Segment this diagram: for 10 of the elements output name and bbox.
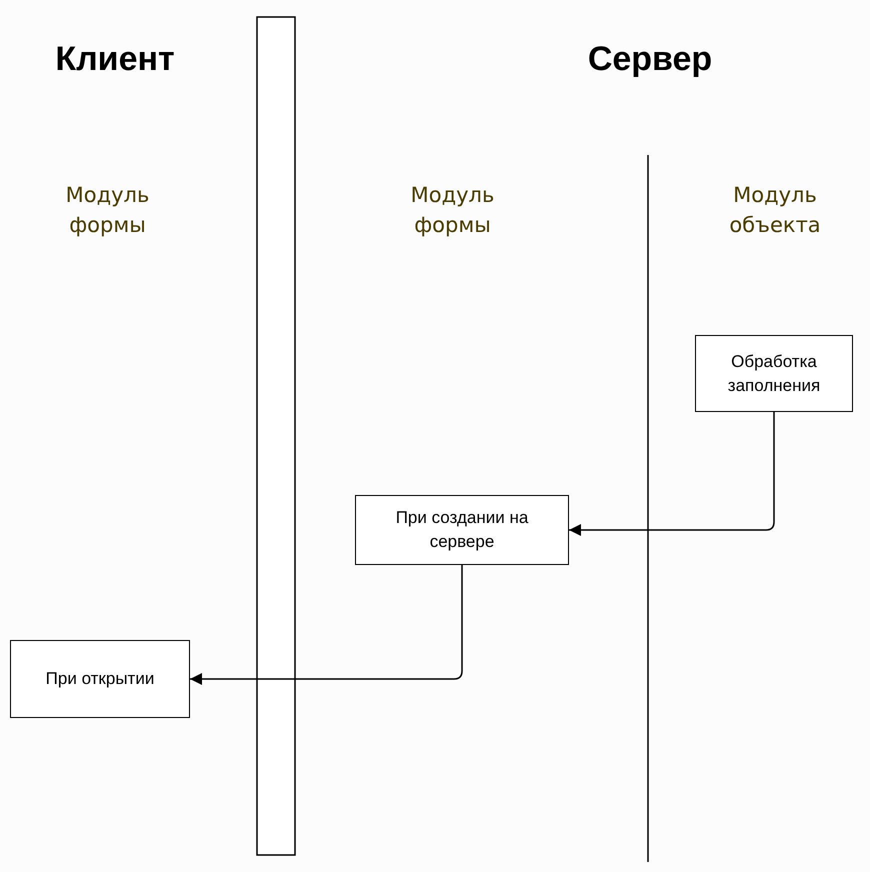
process-box: При открытии bbox=[10, 640, 190, 718]
column-heading: Модуль формы bbox=[410, 182, 496, 239]
arrow bbox=[569, 412, 775, 536]
column-heading: Модуль объекта bbox=[728, 182, 822, 239]
process-box: Обработка заполнения bbox=[695, 335, 853, 412]
process-box: При создании на сервере bbox=[355, 495, 569, 565]
lane-heading: Клиент bbox=[54, 40, 176, 79]
arrow bbox=[190, 565, 463, 685]
lane-heading: Сервер bbox=[586, 40, 714, 79]
column-heading: Модуль формы bbox=[64, 182, 150, 239]
